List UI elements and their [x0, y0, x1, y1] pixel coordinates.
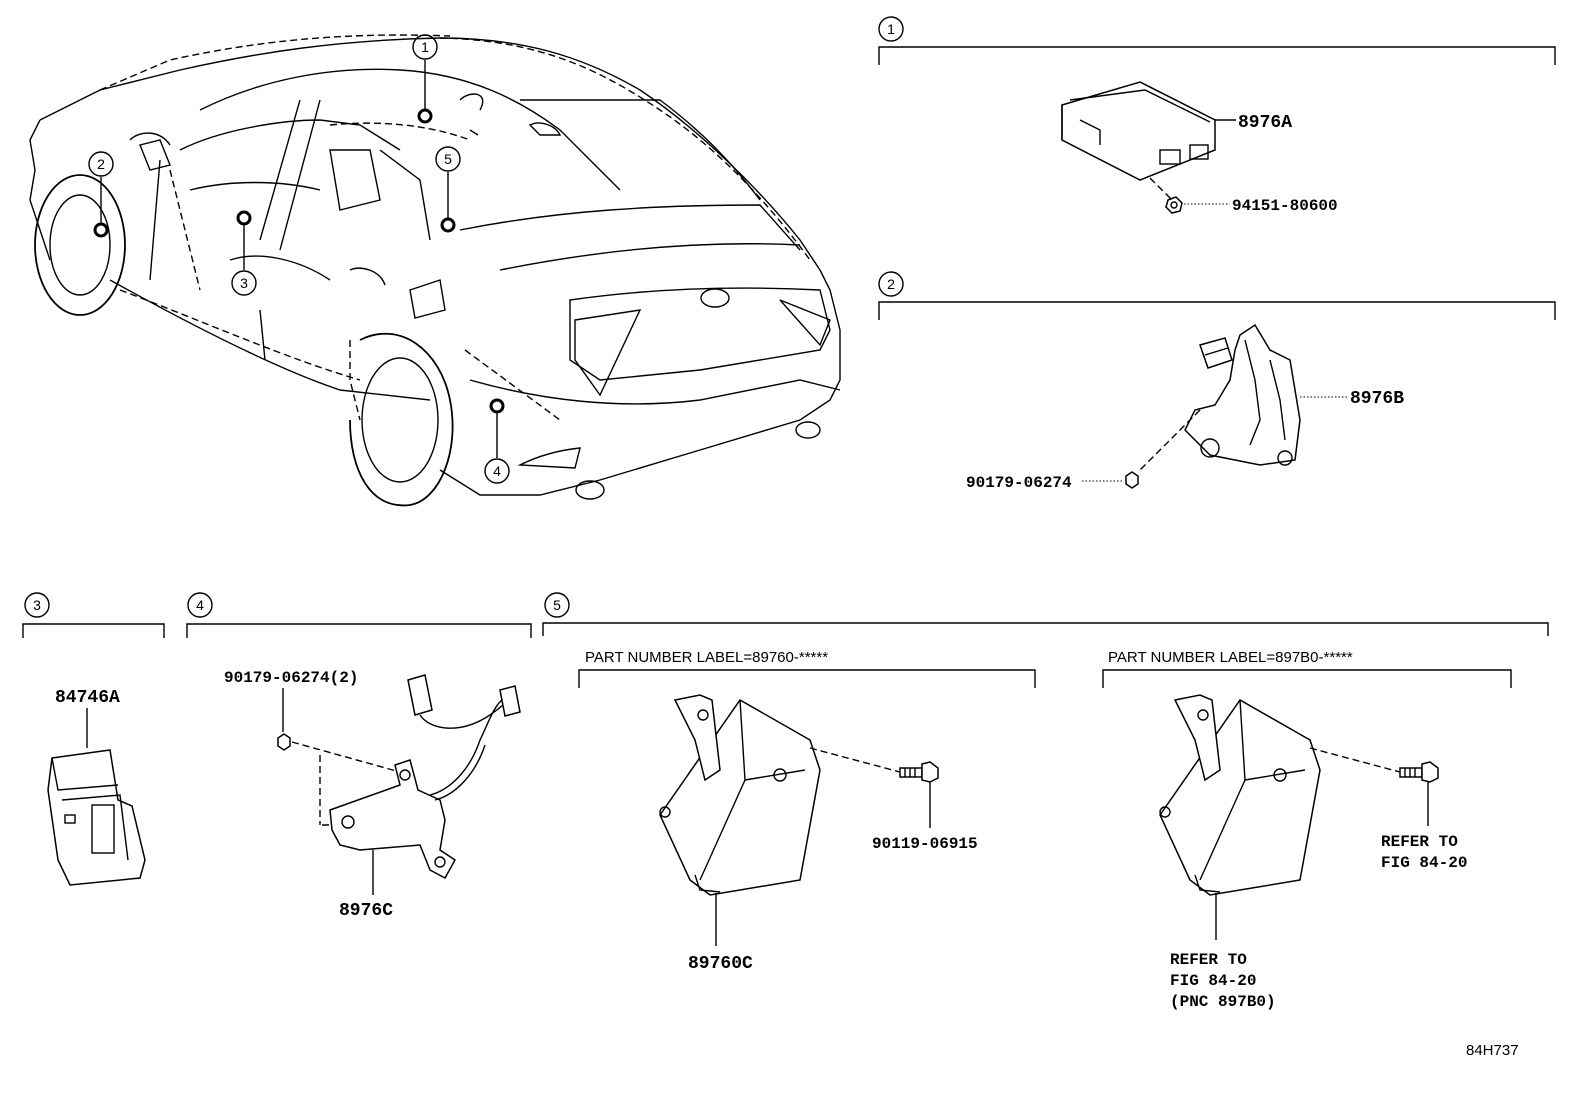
svg-text:4: 4 [493, 463, 501, 479]
refer2-line2: FIG 84-20 [1170, 972, 1256, 990]
car-callout-5: 5 [435, 146, 461, 172]
label-90119-06915: 90119-06915 [872, 835, 978, 853]
label-90179-06274-2: 90179-06274(2) [224, 669, 358, 687]
bolt-90119-icon [899, 761, 939, 783]
section-5: 5 PART NUMBER LABEL=89760-***** 90119-06… [542, 592, 1549, 1011]
label-part-number-89760: PART NUMBER LABEL=89760-***** [585, 649, 828, 666]
part-84746A-icon [47, 749, 146, 886]
refer2-line3: (PNC 897B0) [1170, 993, 1276, 1011]
refer-to-line1: REFER TO [1381, 833, 1458, 851]
bolt-94151-icon [1165, 196, 1183, 214]
sensor-8976C-icon [329, 674, 521, 880]
nut-90179-2-icon [277, 733, 291, 751]
label-89760C: 89760C [688, 954, 753, 974]
label-94151-80600: 94151-80600 [1232, 197, 1338, 215]
car-callout-1: 1 [412, 34, 438, 60]
sensor-8976B-icon [1184, 323, 1301, 466]
label-part-number-897B0: PART NUMBER LABEL=897B0-***** [1108, 649, 1353, 666]
section-4-number: 4 [196, 597, 204, 613]
module-897B0-icon [1159, 694, 1321, 896]
label-90179-06274: 90179-06274 [966, 474, 1072, 492]
section-3: 3 84746A [22, 592, 165, 886]
svg-text:5: 5 [444, 151, 452, 167]
svg-text:2: 2 [97, 156, 105, 172]
section-1: 1 8976A 94151-80600 [878, 16, 1556, 215]
module-8976A-icon [1061, 81, 1216, 181]
module-89760C-icon [659, 694, 821, 896]
svg-text:3: 3 [240, 275, 248, 291]
car-callout-2: 2 [88, 151, 114, 177]
section-2: 2 8976B 90179-06274 [878, 271, 1556, 492]
diagram-code: 84H737 [1466, 1042, 1519, 1059]
car-callout-3: 3 [231, 270, 257, 296]
refer-to-line2: FIG 84-20 [1381, 854, 1467, 872]
label-8976C: 8976C [339, 901, 393, 921]
label-8976B: 8976B [1350, 389, 1404, 409]
label-8976A: 8976A [1238, 113, 1292, 133]
section-2-number: 2 [887, 276, 895, 292]
label-84746A: 84746A [55, 688, 120, 708]
section-4: 4 90179-06274(2) 8976C [186, 592, 532, 921]
car-illustration: 1 2 3 4 5 [29, 34, 841, 507]
section-1-number: 1 [887, 21, 895, 37]
section-3-number: 3 [33, 597, 41, 613]
nut-90179-icon [1125, 471, 1139, 489]
section-5-number: 5 [553, 597, 561, 613]
refer2-line1: REFER TO [1170, 951, 1247, 969]
bolt-897B0-icon [1399, 761, 1439, 783]
svg-text:1: 1 [421, 39, 429, 55]
car-callout-4: 4 [484, 458, 510, 484]
